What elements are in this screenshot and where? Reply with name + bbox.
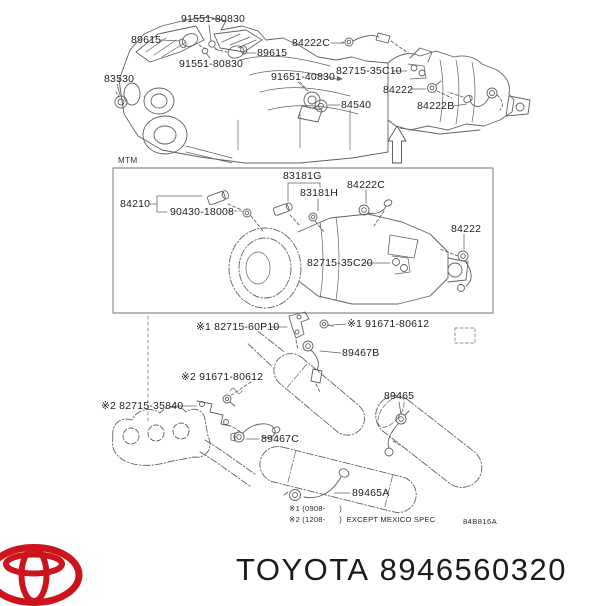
part-label-89615: 89615 bbox=[257, 47, 288, 59]
part-label-84210: 84210 bbox=[120, 198, 151, 210]
part-label-91651-40830: 91651-40830 bbox=[271, 71, 336, 83]
part-label-84222: 84222 bbox=[383, 84, 414, 96]
part-label-82715-35C20: 82715-35C20 bbox=[307, 257, 373, 269]
transmission-top-art bbox=[337, 33, 530, 134]
part-label-84222C: 84222C bbox=[292, 37, 330, 49]
part-number-text: 8946560320 bbox=[379, 552, 568, 587]
part-label-89615: 89615 bbox=[131, 34, 162, 46]
part-labels-layer: 91551-80830 89615 84222C 89615 91551-80830 82… bbox=[101, 13, 482, 499]
up-arrow bbox=[388, 126, 406, 163]
brand-text: TOYOTA bbox=[236, 552, 370, 587]
part-label-89467C: 89467C bbox=[261, 433, 299, 445]
leader-lines-top bbox=[117, 25, 467, 106]
part-label-83181G: 83181G bbox=[283, 170, 322, 182]
middle-box bbox=[113, 168, 493, 313]
part-label-84222B: 84222B bbox=[417, 100, 455, 112]
leader-lines-middle bbox=[150, 183, 464, 263]
engine-art bbox=[115, 17, 388, 163]
part-label-89465A: 89465A bbox=[352, 487, 390, 499]
part-label-91551-80830: 91551-80830 bbox=[179, 58, 244, 70]
part-label-1-91671-80612: ※1 91671-80612 bbox=[347, 318, 430, 330]
part-label-83181H: 83181H bbox=[300, 187, 338, 199]
engine-type-tag: MTM bbox=[118, 156, 138, 165]
footnote-2: ※2 (1208- ) EXCEPT MEXICO SPEC bbox=[289, 515, 436, 524]
part-label-2-91671-80612: ※2 91671-80612 bbox=[181, 371, 264, 383]
footnote-1: ※1 (0908- ) bbox=[289, 504, 343, 513]
part-label-82715-35C10: 82715-35C10 bbox=[336, 65, 402, 77]
transmission-mid-art bbox=[207, 190, 471, 308]
part-label-84222: 84222 bbox=[451, 223, 482, 235]
part-label-84540: 84540 bbox=[341, 99, 372, 111]
parts-diagram-art bbox=[0, 0, 600, 540]
footer: TOYOTA 8946560320 bbox=[0, 540, 600, 600]
part-label-83530: 83530 bbox=[104, 73, 135, 85]
part-label-89467B: 89467B bbox=[342, 347, 380, 359]
diagram-code: 84B816A bbox=[463, 517, 498, 526]
part-label-90430-18008: 90430-18008 bbox=[170, 206, 235, 218]
leader-lines-lower bbox=[176, 324, 401, 493]
part-label-84222C: 84222C bbox=[347, 179, 385, 191]
part-label-2-82715-35840: ※2 82715-35840 bbox=[101, 400, 184, 412]
footer-part-line: TOYOTA 8946560320 bbox=[236, 552, 567, 588]
part-label-1-82715-60P10: ※1 82715-60P10 bbox=[196, 321, 280, 333]
part-label-91551-80830: 91551-80830 bbox=[181, 13, 246, 25]
toyota-logo-icon bbox=[0, 544, 84, 606]
part-label-89465: 89465 bbox=[384, 390, 415, 402]
exhaust-art bbox=[113, 312, 490, 516]
